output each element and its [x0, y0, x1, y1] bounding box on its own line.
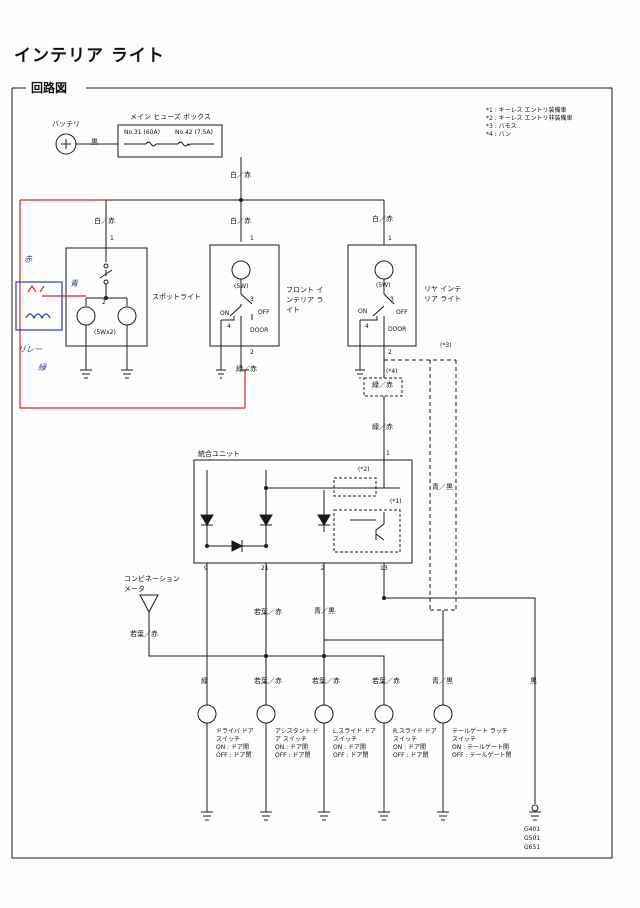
van-connector [363, 377, 403, 397]
spot-bulb: (5Wx2) [94, 329, 116, 336]
switch-1-off: OFF : ドア閉 [216, 752, 252, 759]
main-bus-wire [105, 157, 385, 248]
front-pin-4: 4 [227, 323, 231, 330]
blue-annotation [15, 281, 63, 331]
switch-4-off: OFF : ドア閉 [393, 752, 429, 759]
ref-keyless: (*1) [390, 498, 402, 505]
front-pin-3: 3 [250, 296, 254, 303]
wire-label-main: 白／赤 [230, 171, 251, 179]
front-bulb: (5W) [234, 283, 249, 290]
unit-pin-1: 1 [386, 450, 390, 457]
ground-g501: G501 [524, 835, 541, 842]
wire-label-sw5: 青／黒 [432, 677, 453, 685]
wire-label-unit21: 若葉／赤 [254, 608, 282, 616]
fuse-2: No.42 (7.5A) [175, 129, 213, 136]
wire-label-van: 緑／赤 [372, 381, 393, 389]
wire-label-meter: 若葉／赤 [130, 630, 158, 638]
rear-on: ON [358, 308, 368, 315]
wire-label-rear: 白／赤 [372, 215, 393, 223]
switch-3-off: OFF : ドア閉 [333, 752, 369, 759]
front-on: ON [220, 310, 230, 317]
battery-label: バッテリ [52, 120, 80, 128]
front-pin-2: 2 [250, 349, 254, 356]
ref-keyless-absent: (*2) [358, 466, 370, 473]
rear-off: OFF [396, 309, 408, 316]
front-light-box [209, 244, 280, 347]
wire-label-sw3: 若葉／赤 [312, 677, 340, 685]
handwritten-red: 赤 [24, 255, 32, 264]
switch-2-off: OFF : ドア閉 [275, 752, 311, 759]
wire-black-battery: 黒 [91, 138, 98, 146]
handwritten-relay: リレー [18, 345, 42, 354]
wire-label-unit2: 青／黒 [314, 607, 335, 615]
ref-bamos: (*3) [440, 342, 452, 349]
switch-5-off: OFF : テールゲート閉 [452, 752, 512, 759]
unit-pin-9: 9 [204, 565, 208, 572]
note-4: *4 : バン [486, 131, 511, 138]
wire-label-ground: 黒 [530, 677, 537, 685]
switch-2-on: ON : ドア開 [275, 744, 309, 751]
front-off: OFF [258, 309, 270, 316]
rear-bulb: (5W) [376, 282, 391, 289]
ref-van: (*4) [386, 368, 398, 375]
unit-label: 統合ユニット [198, 450, 240, 458]
fuse-1: No.31 (60A) [124, 129, 160, 136]
rear-pin-2: 2 [388, 349, 392, 356]
handwritten-green: 緑 [38, 363, 46, 372]
wire-label-rear-out: 緑／赤 [372, 423, 393, 431]
front-pin-1: 1 [250, 235, 254, 242]
wire-label-spot: 白／赤 [94, 217, 115, 225]
red-annotation [19, 199, 246, 409]
handwritten-blue: 青 [70, 279, 78, 288]
integrated-unit-box [193, 459, 413, 564]
note-2: *2 : キーレス エントリ非装備車 [486, 115, 573, 122]
fuse-box-label: メイン ヒューズ ボックス [130, 113, 211, 121]
switch-3-on: ON : ドア開 [333, 744, 367, 751]
wire-label-bamos: 青／黒 [432, 483, 453, 491]
rear-pin-1: 1 [388, 235, 392, 242]
unit-pin-2: 2 [321, 565, 325, 572]
wire-label-sw2: 若葉／赤 [254, 677, 282, 685]
switch-2-name: アシスタント ドア スイッチ [275, 728, 319, 743]
wire-label-sw1: 緑 [201, 677, 208, 685]
spot-pin-1: 1 [110, 235, 114, 242]
front-light-label: フロント インテリア ライト [286, 286, 324, 314]
unit-pin-21: 21 [261, 565, 269, 572]
door-switches [197, 704, 453, 724]
wire-label-sw4: 若葉／赤 [372, 677, 400, 685]
wire-label-front-out: 緑／赤 [236, 365, 257, 373]
switch-4-on: ON : ドア開 [393, 744, 427, 751]
switch-4-name: R.スライド ドア スイッチ [393, 728, 437, 743]
fuse-box [117, 124, 223, 158]
wire-label-front: 白／赤 [230, 217, 251, 225]
rear-light-label: リヤ インテリア ライト [424, 285, 462, 303]
note-1: *1 : キーレス エントリ装備車 [486, 107, 567, 114]
rear-pin-4: 4 [365, 323, 369, 330]
rear-light-box [347, 244, 417, 347]
page-title: インテリア ライト [14, 46, 165, 66]
bamos-route [384, 359, 457, 611]
rear-door: DOOR [388, 326, 407, 333]
ground-g651: G651 [524, 844, 541, 851]
ground-g401: G401 [524, 826, 541, 833]
switch-1-on: ON : ドア開 [216, 744, 250, 751]
switch-1-name: ドライバ ドア スイッチ [216, 728, 254, 743]
switch-5-on: ON : テールゲート開 [452, 744, 510, 751]
spot-light-label: スポットライト [152, 293, 201, 301]
frame [11, 87, 613, 859]
switch-3-name: L.スライド ドア スイッチ [333, 728, 377, 743]
rear-pin-3: 3 [390, 296, 394, 303]
meter-label: コンビネーション メータ [124, 575, 180, 593]
switch-5-name: テールゲート ラッチ スイッチ [452, 728, 508, 743]
spot-pin-2: 2 [102, 299, 106, 306]
front-door: DOOR [250, 327, 269, 334]
unit-pin-13: 13 [380, 565, 388, 572]
note-3: *3 : バモス [486, 123, 517, 130]
section-title: 回路図 [28, 82, 71, 94]
